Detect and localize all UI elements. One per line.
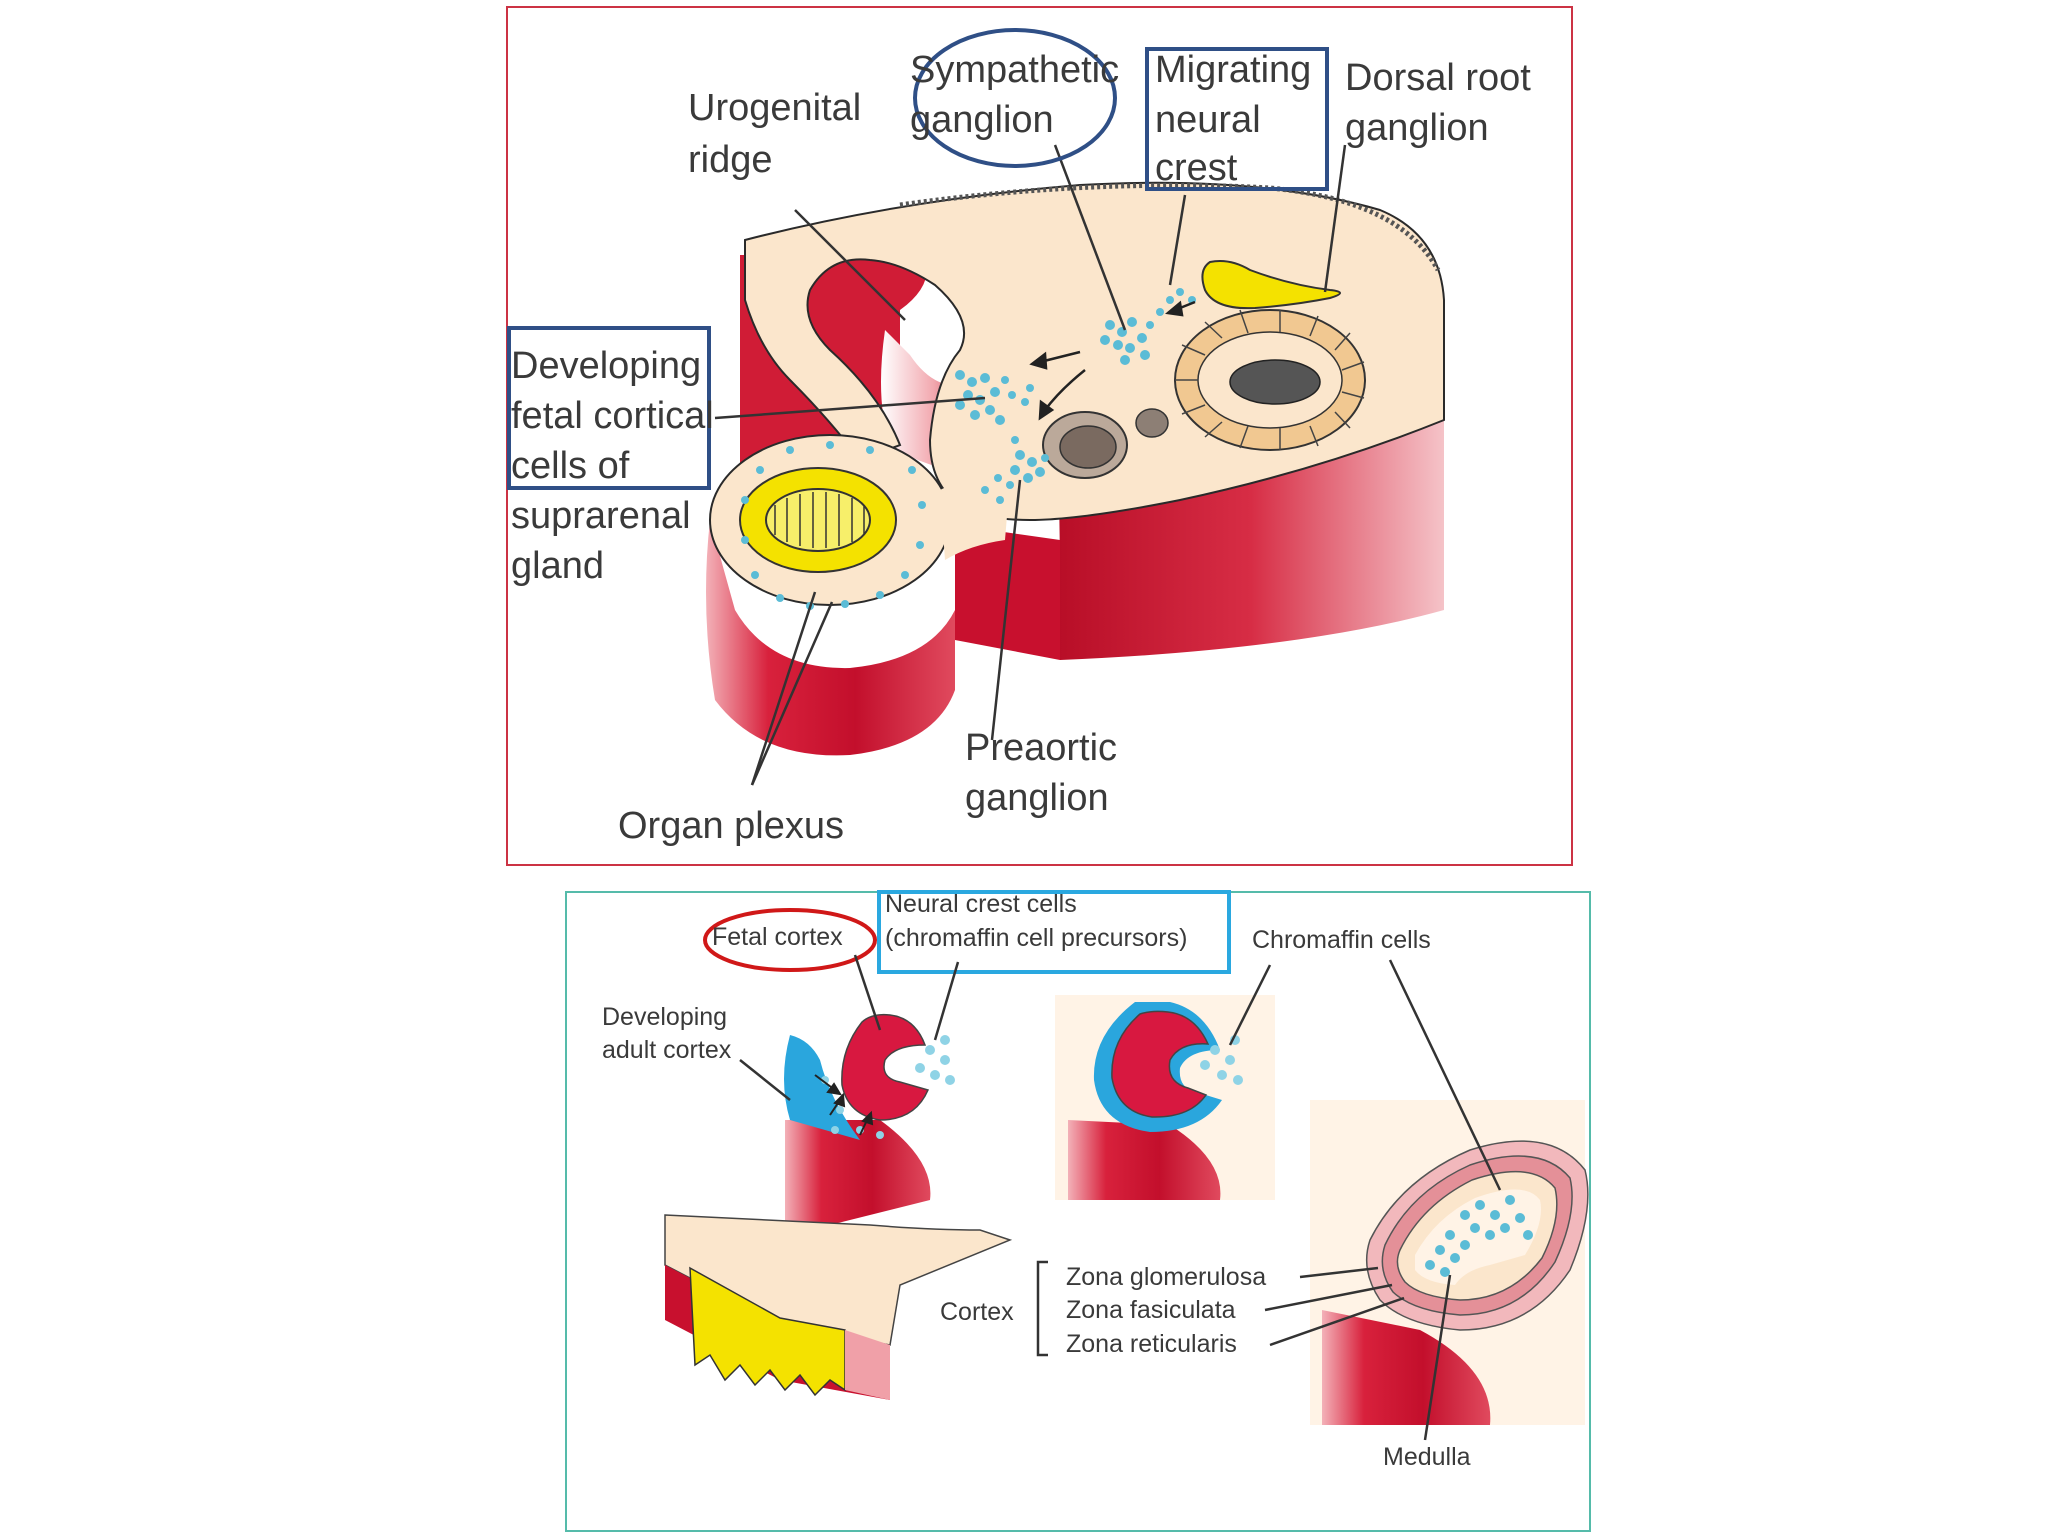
top-leader-lines xyxy=(714,144,1347,786)
fetal-cortex-label: Fetal cortex xyxy=(712,923,843,951)
neural-crest-cells-label: Neural crest cells (chromaffin cell prec… xyxy=(885,890,1187,952)
stage-2 xyxy=(1055,995,1275,1200)
zona-reticularis-label: Zona reticularis xyxy=(1066,1330,1237,1358)
gut-wall-side xyxy=(706,520,955,756)
migration-arrows xyxy=(1029,300,1196,421)
migrating-neural-crest-box xyxy=(1145,47,1329,191)
organ-plexus-label: Organ plexus xyxy=(618,805,844,847)
dorsal-root-ganglion-label: Dorsal root ganglion xyxy=(1345,57,1541,149)
stage-3 xyxy=(1310,1100,1589,1425)
gut-folds xyxy=(774,492,865,548)
stage-1 xyxy=(664,1013,1013,1400)
stage2-tube-wall xyxy=(1068,1120,1221,1200)
dorsal-surface-edge xyxy=(899,182,1441,272)
stage1-arrows xyxy=(814,1074,874,1136)
bottom-panel: Neural crest cells (chromaffin cell prec… xyxy=(565,890,1591,1532)
fetal-cortex-circle xyxy=(703,908,877,972)
gut-lumen xyxy=(765,488,871,552)
stage1-fetal-cortex xyxy=(841,1013,930,1121)
gut-mesentery-connection xyxy=(940,476,1010,560)
dorsal-root-ganglion xyxy=(1201,260,1341,310)
stage1-tissue-block xyxy=(664,1214,1013,1346)
developing-adult-cortex-label: Developing adult cortex xyxy=(602,1003,734,1064)
bottom-leader-lines xyxy=(739,954,1502,1441)
aorta-lumen xyxy=(1059,425,1117,469)
stage1-tube-wall xyxy=(785,1120,931,1225)
medulla-label: Medulla xyxy=(1383,1443,1471,1471)
notochord xyxy=(1135,408,1169,438)
stage3-chromaffin-cells xyxy=(1425,1195,1533,1277)
preaortic-ganglion-label: Preaortic ganglion xyxy=(965,727,1128,819)
zona-fasiculata-label: Zona fasiculata xyxy=(1066,1296,1236,1324)
neural-crest-cells-box xyxy=(877,890,1231,974)
urogenital-ridge-label: Urogenital ridge xyxy=(688,87,872,181)
stage2-crest-cells xyxy=(1200,1035,1243,1085)
chromaffin-cells-label: Chromaffin cells xyxy=(1252,926,1431,954)
stage2-fetal-cortex xyxy=(1111,1010,1210,1118)
zona-glomerulosa-label: Zona glomerulosa xyxy=(1066,1263,1266,1291)
top-panel: Urogenital ridge Sympathetic ganglion Mi… xyxy=(506,6,1573,866)
stage1-side-pink xyxy=(845,1330,890,1400)
developing-fetal-cortical-label: Developing fetal cortical cells of supra… xyxy=(511,345,724,587)
sympathetic-ganglion-circle xyxy=(913,28,1117,168)
neural-crest-cells-top xyxy=(741,288,1196,610)
migrating-neural-crest-label: Migrating neural crest xyxy=(1155,49,1322,189)
stage3-medulla xyxy=(1415,1189,1541,1285)
cortex-label: Cortex xyxy=(940,1298,1014,1326)
developing-fetal-cortical-box xyxy=(507,326,711,490)
neural-canal xyxy=(1229,359,1321,405)
sympathetic-ganglion-label: Sympathetic ganglion xyxy=(910,49,1130,141)
stage3-tube-wall xyxy=(1322,1310,1491,1425)
neural-tube-rays xyxy=(1175,309,1365,450)
